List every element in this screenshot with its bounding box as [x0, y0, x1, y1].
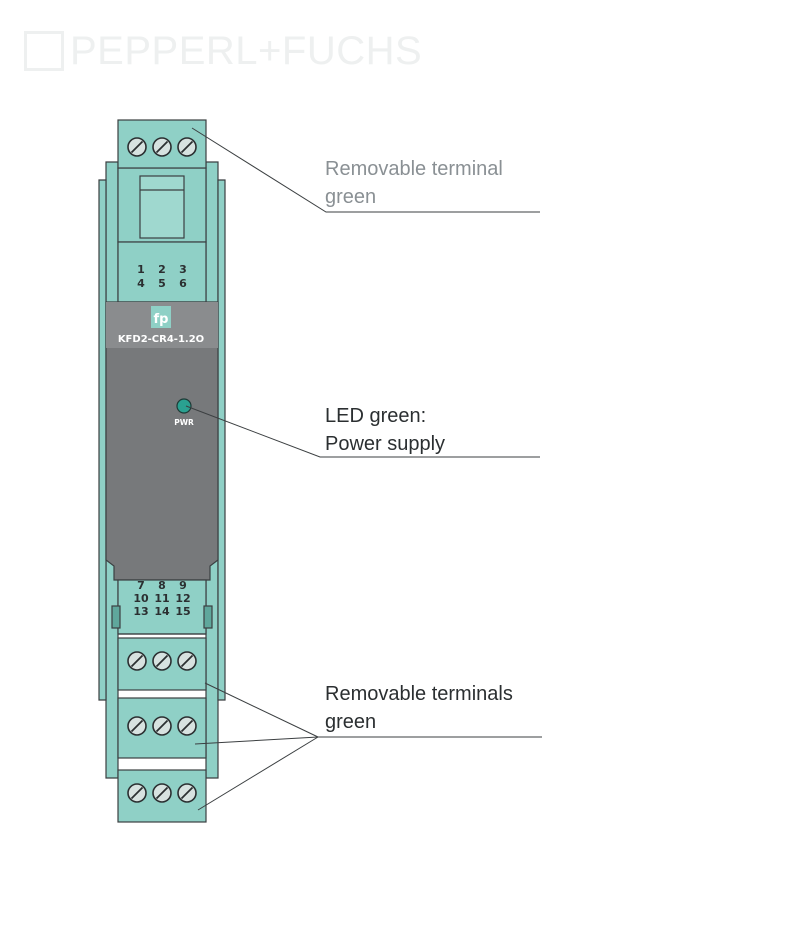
front-panel: fp KFD2-CR4-1.2O PWR [105, 301, 219, 581]
screw-icon [152, 783, 172, 803]
terminal-number-1: 1 [137, 263, 145, 276]
screw-icon [127, 137, 147, 157]
callout-led-line2: Power supply [325, 433, 446, 455]
led-label: PWR [174, 418, 194, 427]
callout-bottom-terminals: Removable terminals green [325, 680, 513, 736]
bottom-terminal-screws [127, 651, 197, 803]
screw-icon [177, 716, 197, 736]
leader-led [185, 405, 540, 458]
terminal-number-13: 13 [133, 605, 148, 618]
top-terminal-screws [127, 137, 197, 157]
terminal-number-3: 3 [179, 263, 187, 276]
leader-bottom-2 [194, 736, 319, 745]
leader-top-terminal [191, 127, 540, 213]
screw-icon [177, 783, 197, 803]
callout-bottom-terminals-line2: green [325, 711, 377, 733]
terminal-number-6: 6 [179, 277, 187, 290]
model-label: KFD2-CR4-1.2O [118, 334, 204, 345]
callout-top-terminal: Removable terminal green [325, 155, 503, 211]
terminal-number-11: 11 [154, 592, 169, 605]
callout-top-terminal-line2: green [325, 186, 377, 208]
leader-lines [185, 127, 542, 811]
screw-icon [127, 716, 147, 736]
callout-bottom-terminals-line1: Removable terminals [325, 683, 513, 705]
terminal-number-4: 4 [137, 277, 145, 290]
callout-led: LED green: Power supply [325, 402, 445, 458]
terminal-number-9: 9 [179, 579, 187, 592]
screw-icon [127, 651, 147, 671]
terminal-number-5: 5 [158, 277, 166, 290]
terminal-number-15: 15 [175, 605, 190, 618]
screw-icon [177, 651, 197, 671]
leader-bottom-1 [204, 682, 319, 738]
screw-icon [152, 716, 172, 736]
screw-icon [127, 783, 147, 803]
screw-icon [152, 137, 172, 157]
terminal-number-8: 8 [158, 579, 166, 592]
brand-name: PEPPERL+FUCHS [70, 28, 423, 73]
terminal-number-14: 14 [154, 605, 170, 618]
callout-led-line1: LED green: [325, 405, 427, 427]
callout-top-terminal-line1: Removable terminal [325, 158, 503, 180]
manufacturer-logo-icon: fp [151, 306, 171, 328]
screw-icon [177, 137, 197, 157]
led-pwr-icon [176, 398, 192, 414]
terminal-number-2: 2 [158, 263, 166, 276]
terminal-number-7: 7 [137, 579, 145, 592]
terminal-number-12: 12 [175, 592, 190, 605]
manufacturer-logo-text: fp [154, 312, 169, 327]
brand-logo-icon [24, 31, 64, 71]
top-terminal [117, 119, 207, 169]
terminal-number-10: 10 [133, 592, 149, 605]
housing-top [117, 167, 207, 303]
brand-watermark: PEPPERL+FUCHS [24, 28, 422, 74]
housing-bottom [111, 579, 213, 635]
screw-icon [152, 651, 172, 671]
leader-bottom-3 [197, 736, 319, 811]
